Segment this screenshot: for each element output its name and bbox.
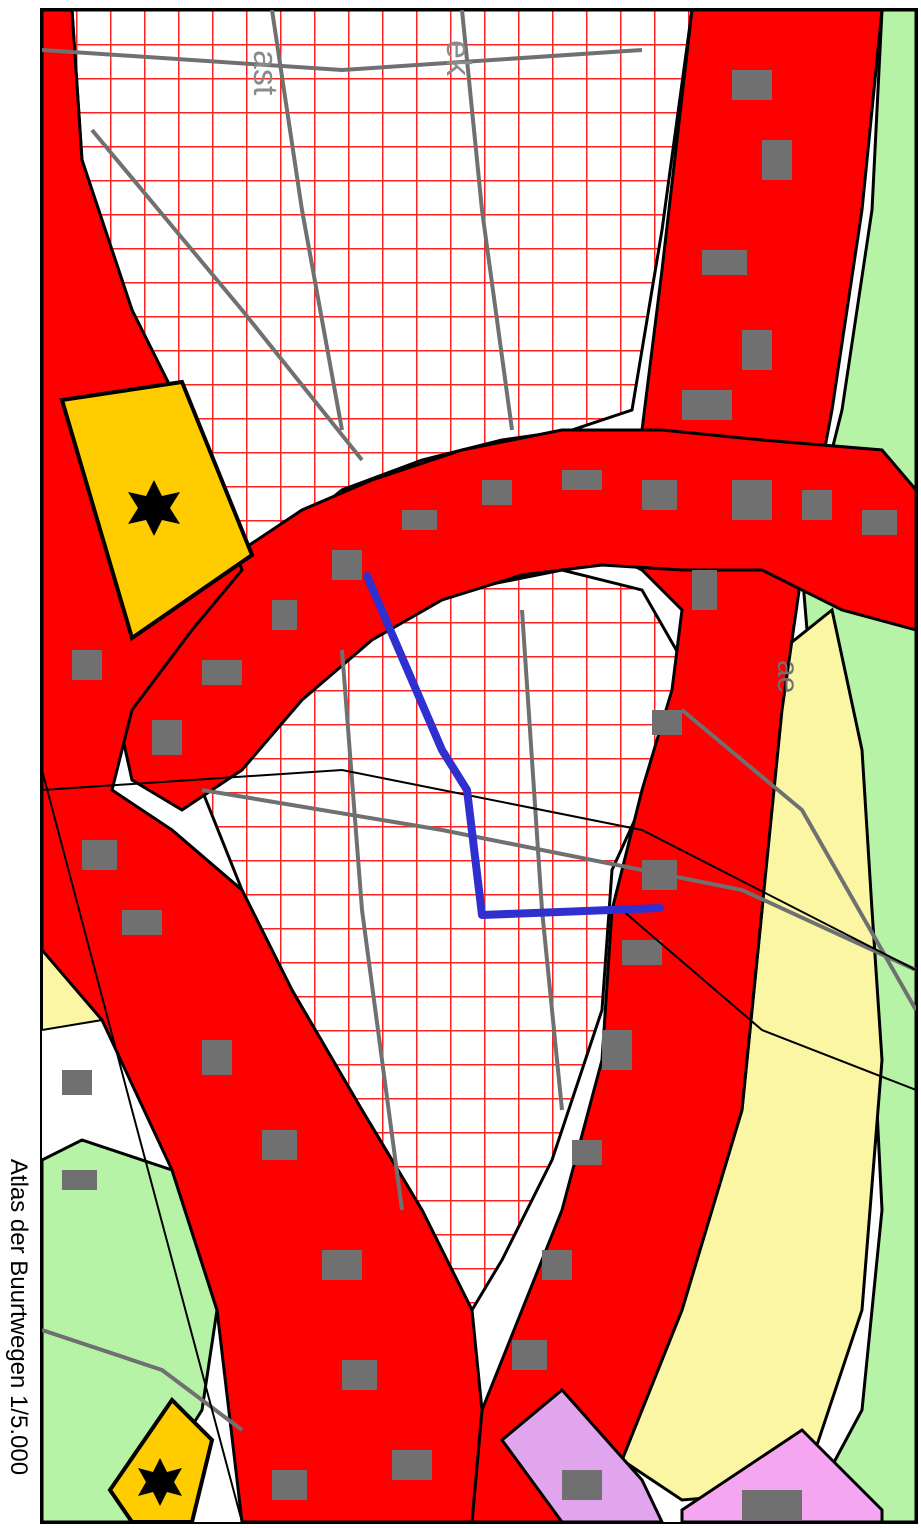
star-icon <box>138 1458 182 1506</box>
star-icon <box>128 480 180 536</box>
map-frame: ast ek ae <box>40 8 918 1524</box>
boundary-lines <box>42 768 916 1522</box>
street-label-1: ast <box>246 50 284 96</box>
street-label-2: ek <box>439 40 477 77</box>
building-blocks <box>62 70 897 1520</box>
lilac-zone <box>499 1387 664 1522</box>
pink-zone <box>680 1428 884 1522</box>
street-label-3: ae <box>771 660 804 693</box>
map-caption: Atlas der Buurtwegen 1/5.000 <box>5 1158 32 1476</box>
route-line[interactable] <box>363 572 664 919</box>
zoning-map[interactable]: ast ek ae <box>42 10 916 1522</box>
street-lines <box>42 10 916 1432</box>
